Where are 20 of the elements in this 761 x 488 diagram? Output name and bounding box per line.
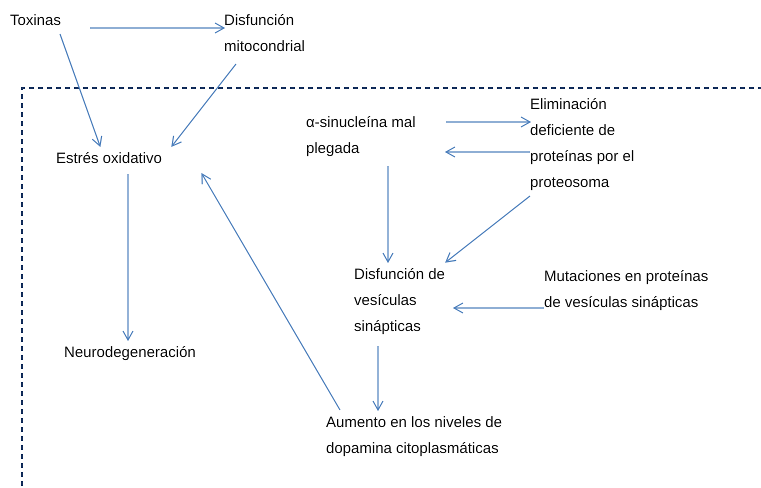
arrow: [453, 302, 544, 314]
concept-text: Neurodegeneración: [64, 340, 254, 368]
arrow: [446, 116, 531, 128]
arrow: [171, 64, 236, 147]
arrow: [201, 173, 341, 410]
arrow: [382, 166, 394, 263]
concept-text: Disfunción mitocondrial: [224, 8, 334, 64]
concept-text: Eliminación deficiente de proteínas por el proteosoma: [530, 92, 665, 200]
concept-text: Aumento en los niveles de dopamina citoplasmáticas: [326, 410, 556, 466]
arrow: [122, 174, 134, 341]
arrow: [445, 196, 530, 263]
arrow: [445, 146, 530, 158]
concept-text: α-sinucleína mal plegada: [306, 110, 446, 166]
arrow: [59, 34, 102, 147]
concept-text: Toxinas: [10, 8, 90, 34]
concept-text: Estrés oxidativo: [56, 146, 216, 174]
arrow: [90, 22, 225, 34]
concept-text: Disfunción de vesículas sinápticas: [354, 262, 454, 346]
concept-text: Mutaciones en proteínas de vesículas sinápticas: [544, 264, 714, 344]
arrow: [372, 346, 384, 411]
